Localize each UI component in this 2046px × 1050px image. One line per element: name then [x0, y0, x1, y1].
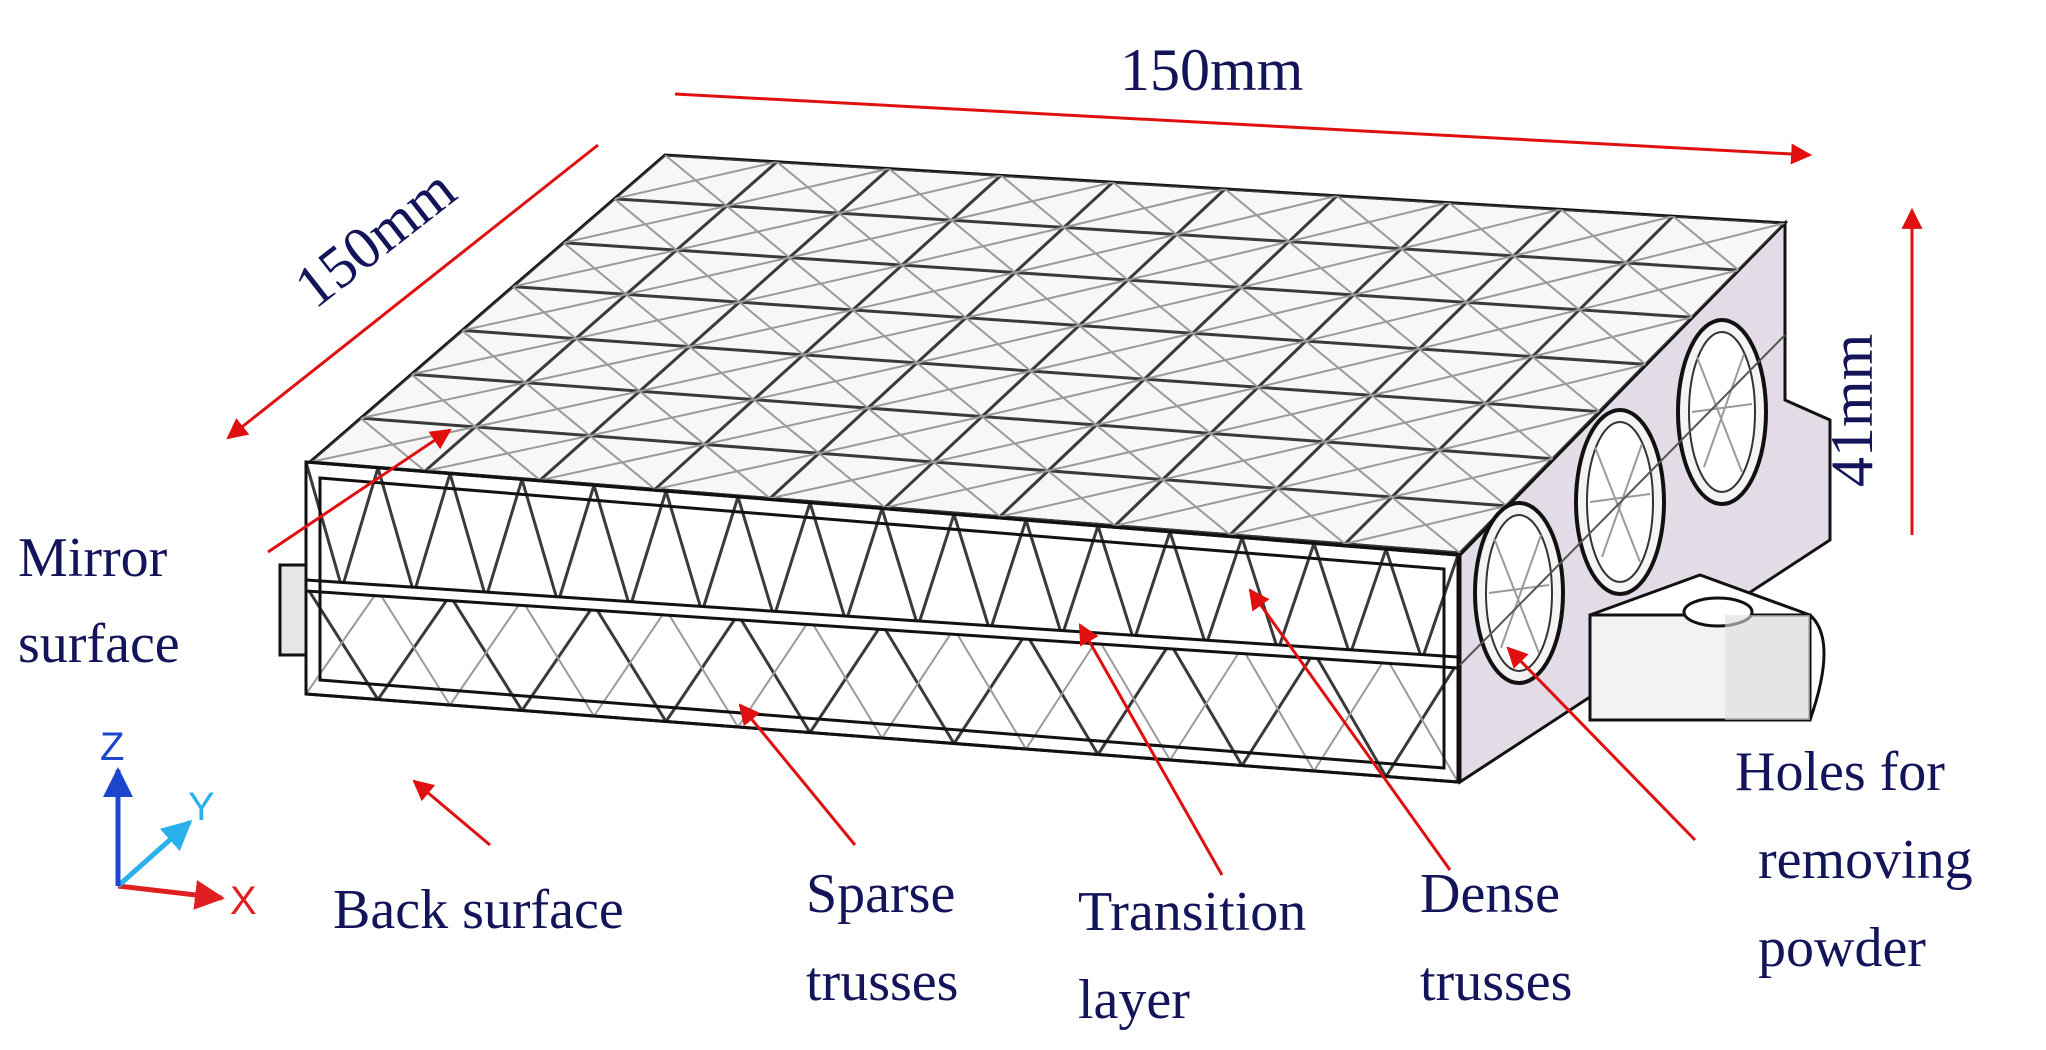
axis-z-label: Z	[100, 725, 124, 769]
label-sparse-trusses: Sparse trusses	[806, 863, 958, 1013]
holes-line-1: Holes for	[1735, 741, 1945, 803]
axis-y-label: Y	[188, 785, 215, 829]
mirror-surface-line-2: surface	[18, 613, 180, 675]
coordinate-axes: X Y Z	[100, 725, 257, 923]
dimension-length: 150mm	[674, 37, 1813, 165]
axis-x-arrow	[117, 880, 225, 910]
width-label: 150mm	[282, 155, 467, 320]
lattice-box	[278, 153, 1832, 785]
label-dense-trusses: Dense trusses	[1420, 863, 1572, 1013]
sparse-trusses-line-2: trusses	[806, 951, 958, 1013]
front-lattice	[306, 462, 1458, 782]
mounting-lug	[1588, 573, 1826, 722]
top-lattice	[310, 155, 1785, 553]
label-holes: Holes for removing powder	[1735, 741, 1973, 979]
holes-arrow	[1506, 646, 1697, 842]
axis-x-label: X	[230, 879, 257, 923]
label-mirror-surface: Mirror surface	[18, 527, 180, 675]
dense-trusses-line-2: trusses	[1420, 951, 1572, 1013]
back-surface-text: Back surface	[333, 879, 624, 941]
transition-layer-arrow	[1078, 623, 1224, 876]
holes-line-2: removing	[1758, 829, 1973, 891]
mirror-surface-arrow	[267, 428, 452, 554]
transition-layer-line-2: layer	[1078, 969, 1190, 1031]
dense-trusses-line-1: Dense	[1420, 863, 1560, 925]
label-transition-layer: Transition layer	[1078, 881, 1306, 1031]
transition-layer-line-1: Transition	[1078, 881, 1306, 943]
annotation-arrows	[267, 428, 1697, 876]
back-surface-arrow	[412, 779, 491, 847]
sparse-trusses-arrow	[738, 703, 857, 846]
dimension-height: 41mm	[1819, 207, 1923, 535]
sparse-trusses-line-1: Sparse	[806, 863, 955, 925]
height-label: 41mm	[1819, 334, 1885, 487]
axis-y-arrow	[116, 820, 193, 888]
label-back-surface: Back surface	[333, 879, 624, 941]
dense-trusses-arrow	[1248, 588, 1452, 871]
holes-line-3: powder	[1758, 917, 1926, 979]
length-label: 150mm	[1120, 37, 1303, 103]
mirror-surface-line-1: Mirror	[18, 527, 168, 589]
